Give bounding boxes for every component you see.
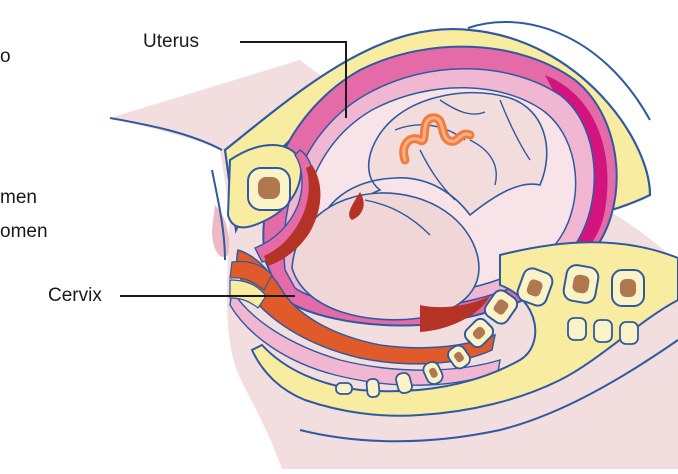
pubic-bone [248,168,290,210]
clipped-label-1: o [0,46,11,68]
cervix-label: Cervix [48,285,102,307]
uterus-label: Uterus [143,31,199,53]
clipped-label-3: omen [0,221,48,243]
clipped-label-2: men [0,187,37,209]
